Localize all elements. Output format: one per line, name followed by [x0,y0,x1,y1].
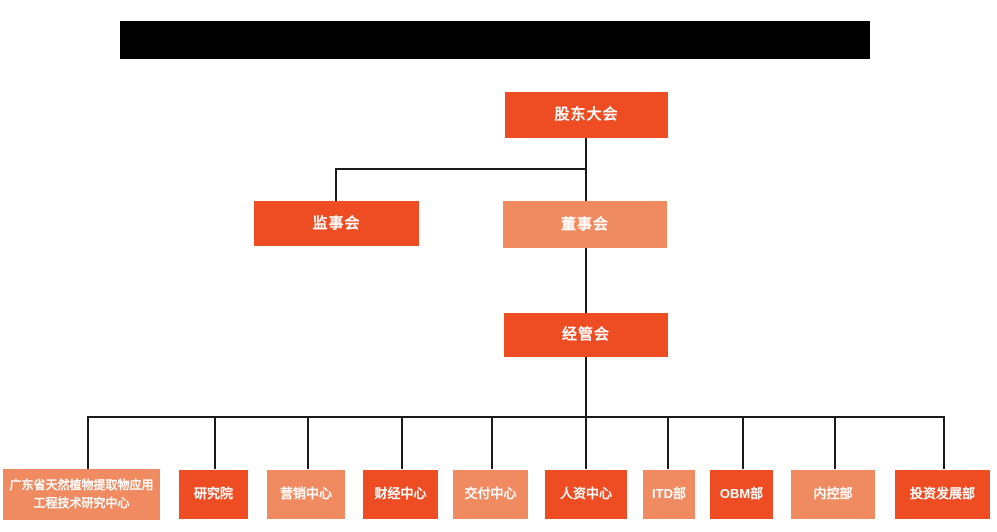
org-box-management-committee: 经管会 [504,313,668,357]
redacted-title-bar [120,21,870,59]
connector-line [87,416,89,469]
connector-line [667,416,669,469]
connector-line [585,248,587,314]
connector-line [335,168,587,170]
dept-box-marketing-center: 营销中心 [267,470,345,519]
dept-box-research-center: 广东省天然植物提取物应用工程技术研究中心 [3,469,160,520]
connector-line [585,357,587,417]
connector-line [491,416,493,469]
dept-box-delivery-center: 交付中心 [453,470,528,519]
connector-line [335,168,337,202]
connector-line [585,168,587,202]
dept-box-investment-development: 投资发展部 [895,470,990,519]
connector-line [834,416,836,469]
org-box-supervisory-board: 监事会 [254,201,419,246]
connector-line [87,416,945,418]
dept-box-obm: OBM部 [710,470,773,519]
connector-line [307,416,309,469]
dept-box-hr-center: 人资中心 [545,470,627,519]
connector-line [585,416,587,469]
connector-line [943,416,945,469]
dept-box-itd: ITD部 [643,470,695,519]
connector-line [585,137,587,170]
connector-line [401,416,403,469]
connector-line [742,416,744,469]
dept-box-finance-center: 财经中心 [363,470,438,519]
org-box-shareholders-meeting: 股东大会 [505,92,668,138]
dept-box-research-institute: 研究院 [179,470,248,519]
dept-box-internal-control: 内控部 [791,470,875,519]
org-box-board-of-directors: 董事会 [503,201,667,248]
connector-line [214,416,216,469]
